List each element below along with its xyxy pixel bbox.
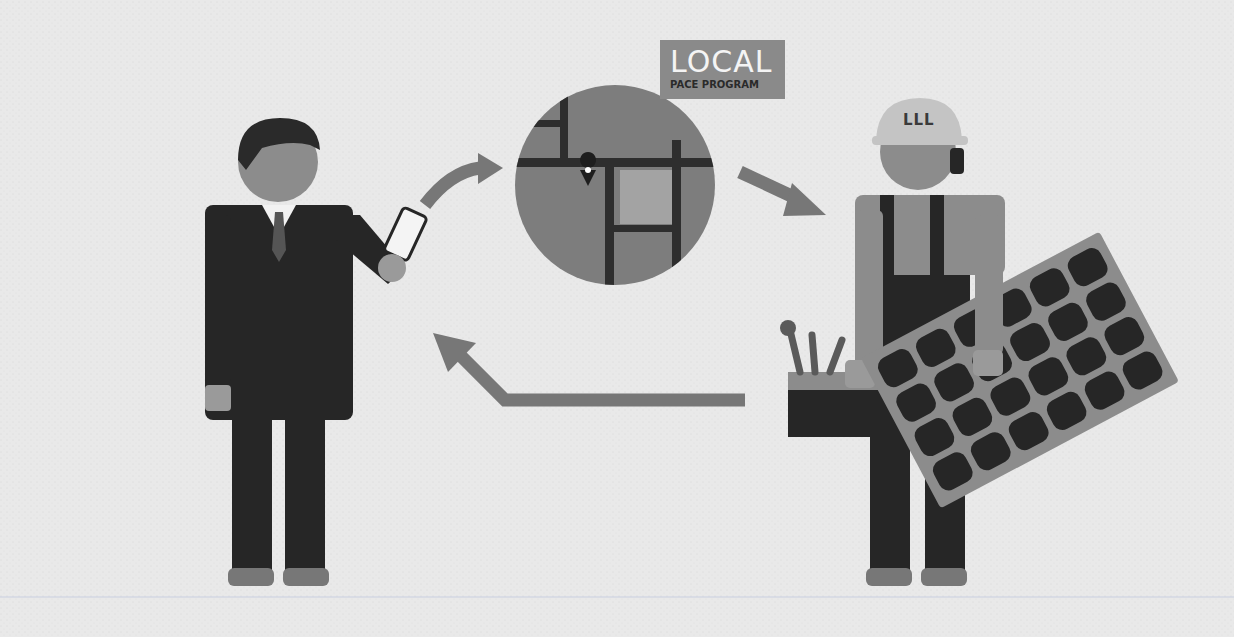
solar-cell [1007, 319, 1054, 364]
solar-cell [1025, 354, 1072, 399]
solar-cell [1081, 368, 1128, 413]
flow-arrows [425, 153, 826, 400]
solar-cell [929, 449, 976, 494]
solar-cell [911, 414, 958, 459]
solar-cell [1043, 388, 1090, 433]
solar-cell [893, 380, 940, 425]
worker [780, 98, 1179, 586]
solar-cell [912, 325, 959, 370]
program-sign: LOCALPACE PROGRAM [660, 40, 785, 99]
businessman [205, 118, 427, 586]
solar-cell [1101, 313, 1148, 358]
solar-cell [1119, 348, 1166, 393]
solar-cell [967, 429, 1014, 474]
solar-cell [1083, 279, 1130, 324]
sign-heading: LOCAL [670, 46, 775, 78]
solar-cell [1005, 408, 1052, 453]
solar-cell [1045, 299, 1092, 344]
helmet-logo: LLL [903, 111, 935, 129]
solar-cell [1063, 334, 1110, 379]
solar-cell [931, 360, 978, 405]
solar-cell [949, 394, 996, 439]
solar-cell [874, 346, 921, 391]
solar-cell [1026, 265, 1073, 310]
baseline [0, 597, 1234, 598]
map-circle [510, 85, 720, 290]
solar-cell [987, 374, 1034, 419]
solar-cell [1064, 245, 1111, 290]
sign-subtitle: PACE PROGRAM [670, 78, 775, 91]
